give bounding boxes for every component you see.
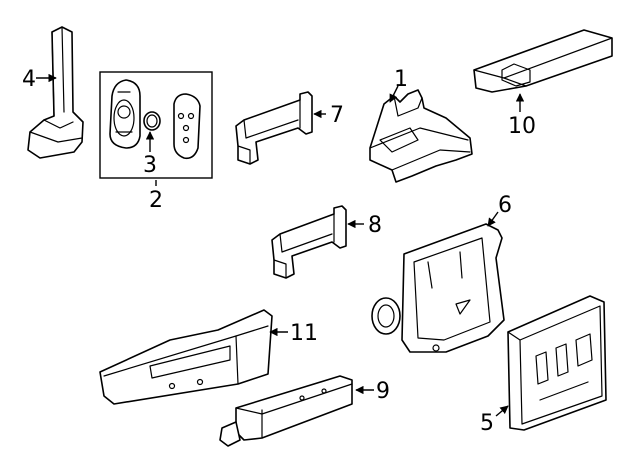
- part-4-key-blade: [27, 26, 84, 159]
- part-2-key-fob-assembly: [99, 71, 213, 179]
- fob-remote-icon: [173, 93, 201, 160]
- part-7-antenna: [235, 91, 313, 165]
- part-10-module: [473, 29, 613, 93]
- callout-8: 8: [368, 213, 382, 238]
- callout-2: 2: [149, 188, 163, 213]
- part-5-control-module: [507, 295, 607, 431]
- fob-open-shell-icon: [109, 79, 141, 149]
- callout-1: 1: [394, 67, 408, 92]
- callout-7: 7: [330, 103, 344, 128]
- callout-5: 5: [480, 411, 494, 436]
- part-8-antenna: [271, 205, 347, 279]
- callout-9: 9: [376, 379, 390, 404]
- fob-battery-icon: [143, 111, 161, 131]
- part-6-housing: [371, 223, 505, 353]
- callout-11: 11: [290, 321, 318, 346]
- part-1-module-bracket: [369, 89, 473, 183]
- part-9-antenna: [219, 375, 353, 447]
- callout-6: 6: [498, 193, 512, 218]
- callout-4: 4: [22, 67, 36, 92]
- part-11-bracket: [99, 309, 273, 405]
- callout-3: 3: [143, 153, 157, 178]
- callout-10: 10: [508, 114, 536, 139]
- leader-lines: [36, 73, 525, 417]
